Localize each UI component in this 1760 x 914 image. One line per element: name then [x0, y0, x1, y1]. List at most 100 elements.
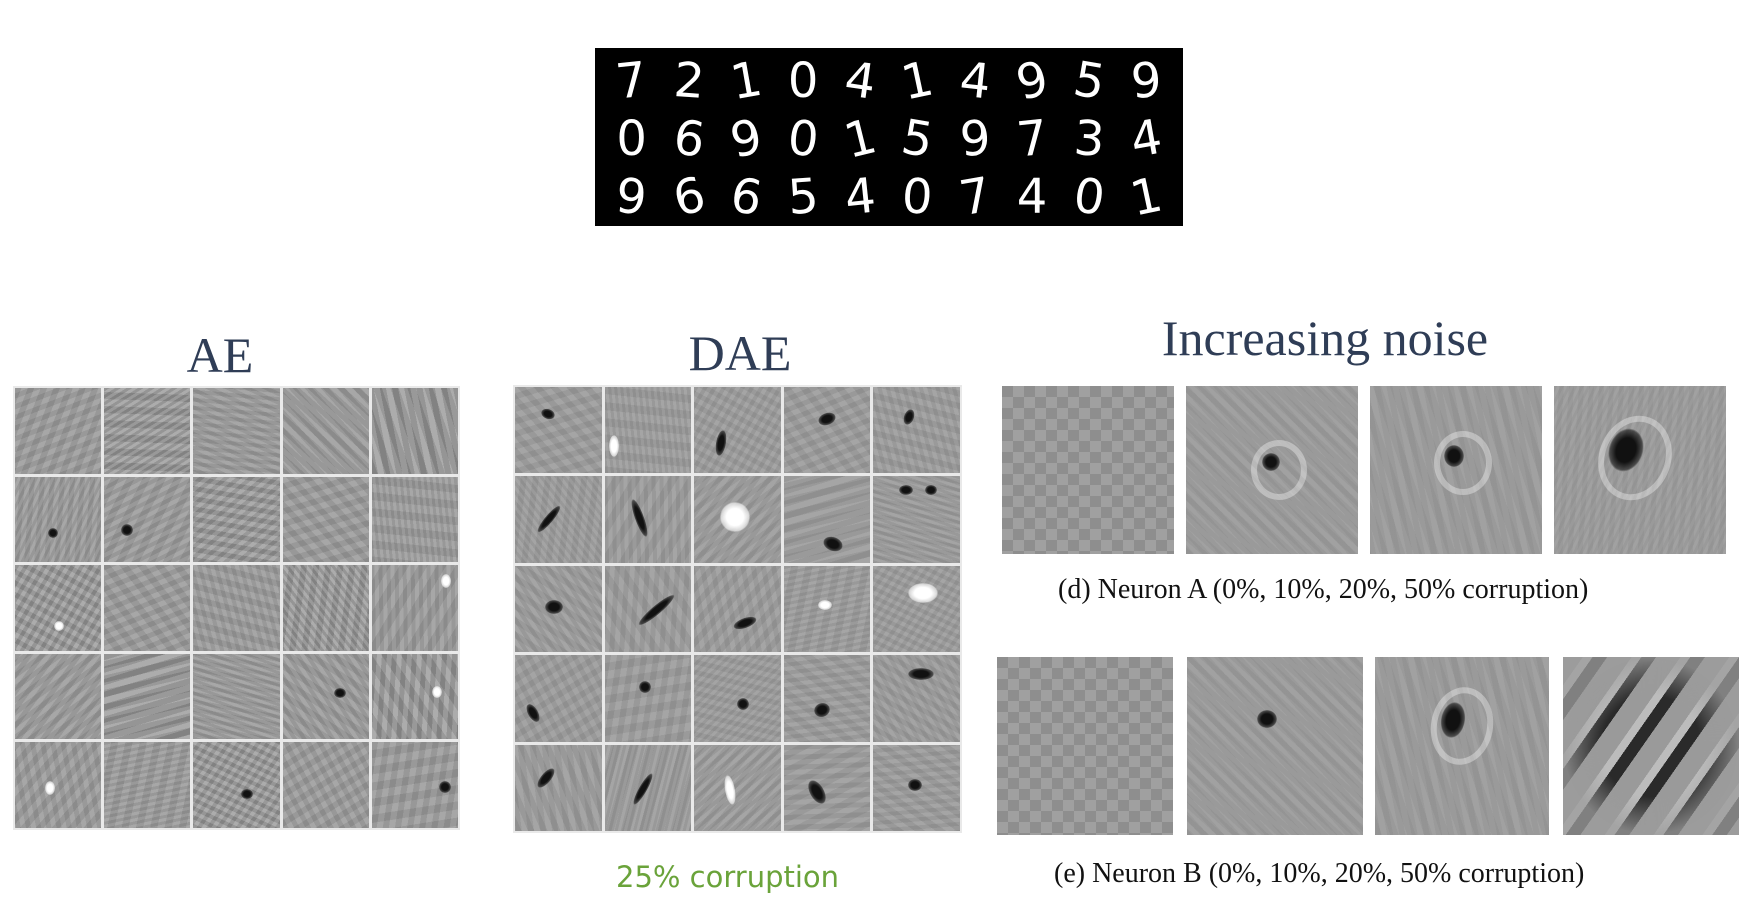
mnist-digit: 5 [1069, 50, 1110, 112]
ae-filter-cell [282, 565, 369, 651]
neuron-a-filter-tile [1554, 386, 1726, 554]
dae-filter-cell [515, 387, 602, 474]
light-blob [908, 583, 939, 604]
mnist-digit: 6 [726, 166, 766, 228]
mnist-digit: 7 [1013, 109, 1051, 169]
dark-blob [630, 770, 656, 807]
light-halo [1251, 439, 1308, 500]
mnist-digit: 4 [956, 51, 993, 111]
mnist-digit: 7 [613, 51, 650, 111]
ae-filter-cell [104, 476, 191, 563]
dark-blob [47, 527, 58, 538]
mnist-digit: 9 [725, 108, 767, 170]
dark-blob [535, 503, 564, 535]
ae-filter-cell [282, 476, 369, 563]
mnist-digit: 2 [671, 52, 706, 110]
dae-filter-cell [694, 655, 781, 742]
ae-filter-cell [282, 388, 369, 474]
dark-blob [1257, 710, 1278, 729]
ae-filter-cell [15, 653, 102, 740]
dark-blob [545, 600, 564, 615]
mnist-digit: 6 [669, 109, 708, 169]
dae-filter-cell [515, 565, 602, 653]
dark-blob [812, 700, 833, 720]
ae-title: AE [186, 327, 254, 383]
dae-filter-cell [783, 476, 871, 563]
mnist-digit: 1 [1125, 166, 1168, 228]
dae-filter-cell [604, 387, 692, 474]
ae-filter-cell [193, 565, 280, 651]
neuron-a-filter-tile [1002, 386, 1174, 554]
dark-blob [636, 592, 678, 629]
dark-blob [804, 777, 830, 807]
neuron-a-filter-tile [1370, 386, 1542, 554]
dae-filter-cell [873, 744, 960, 831]
dark-blob [908, 779, 923, 792]
mnist-digit: 4 [1016, 169, 1048, 225]
light-blob [440, 573, 451, 588]
dark-blob [713, 429, 729, 457]
mnist-digit: 0 [616, 111, 647, 167]
ae-filter-cell [371, 653, 458, 740]
dae-filter-cell [694, 744, 781, 831]
mnist-digit: 1 [896, 50, 939, 112]
dark-blob [534, 765, 558, 791]
ae-filter-cell [282, 742, 369, 828]
dae-filter-cell [694, 565, 781, 653]
dae-filter-cell [873, 655, 960, 742]
increasing-noise-title: Increasing noise [1161, 310, 1489, 366]
neuron-b-filters [997, 657, 1739, 837]
mnist-digit: 7 [954, 166, 995, 228]
ae-filter-cell [193, 388, 280, 474]
dark-blob [908, 668, 935, 681]
dark-blob [240, 789, 253, 800]
mnist-digit: 9 [1129, 52, 1164, 110]
dae-filter-grid [513, 385, 962, 833]
dark-blob [901, 407, 917, 426]
neuron-a-caption: (d) Neuron A (0%, 10%, 20%, 50% corrupti… [1058, 574, 1589, 605]
dae-filter-cell [515, 476, 602, 563]
light-halo [1586, 404, 1684, 511]
dark-blob [539, 406, 557, 421]
dae-filter-cell [694, 387, 781, 474]
mnist-digit: 0 [900, 168, 935, 226]
dae-filter-cell [515, 744, 602, 831]
ae-filter-cell [15, 476, 102, 563]
mnist-digit: 3 [1072, 110, 1107, 168]
dark-blob [816, 410, 838, 428]
dae-filter-cell [694, 476, 781, 563]
neuron-a-filter-tile [1186, 386, 1358, 554]
dae-filter-cell [783, 744, 871, 831]
ae-filter-cell [104, 388, 191, 474]
mnist-digit: 9 [1010, 50, 1054, 112]
light-halo [1424, 682, 1499, 771]
dae-filter-cell [873, 387, 960, 474]
mnist-digit: 0 [787, 53, 819, 109]
ae-filter-cell [104, 565, 191, 651]
ae-filter-cell [104, 742, 191, 828]
dark-blob [439, 780, 452, 793]
ae-filter-cell [193, 742, 280, 828]
dark-blob [121, 523, 134, 536]
mnist-digit: 1 [838, 108, 882, 170]
dae-filter-cell [604, 744, 692, 831]
mnist-digit: 4 [1126, 108, 1167, 170]
dae-filter-cell [783, 387, 871, 474]
mnist-digit: 4 [842, 167, 879, 227]
dark-blob [737, 698, 750, 711]
dae-filter-cell [873, 565, 960, 653]
neuron-b-filter-tile [1375, 657, 1549, 835]
light-halo [1433, 431, 1492, 496]
light-blob [45, 780, 56, 795]
light-blob [53, 620, 64, 631]
ae-filter-cell [371, 742, 458, 828]
ae-filter-grid [13, 386, 460, 830]
dae-filter-cell [783, 655, 871, 742]
light-blob [818, 600, 833, 611]
dark-blob [628, 497, 651, 539]
mnist-digit: 4 [841, 51, 880, 111]
ae-filter-cell [282, 653, 369, 740]
light-blob [720, 502, 751, 533]
mnist-digit: 5 [786, 168, 821, 226]
neuron-b-filter-tile [997, 657, 1173, 835]
